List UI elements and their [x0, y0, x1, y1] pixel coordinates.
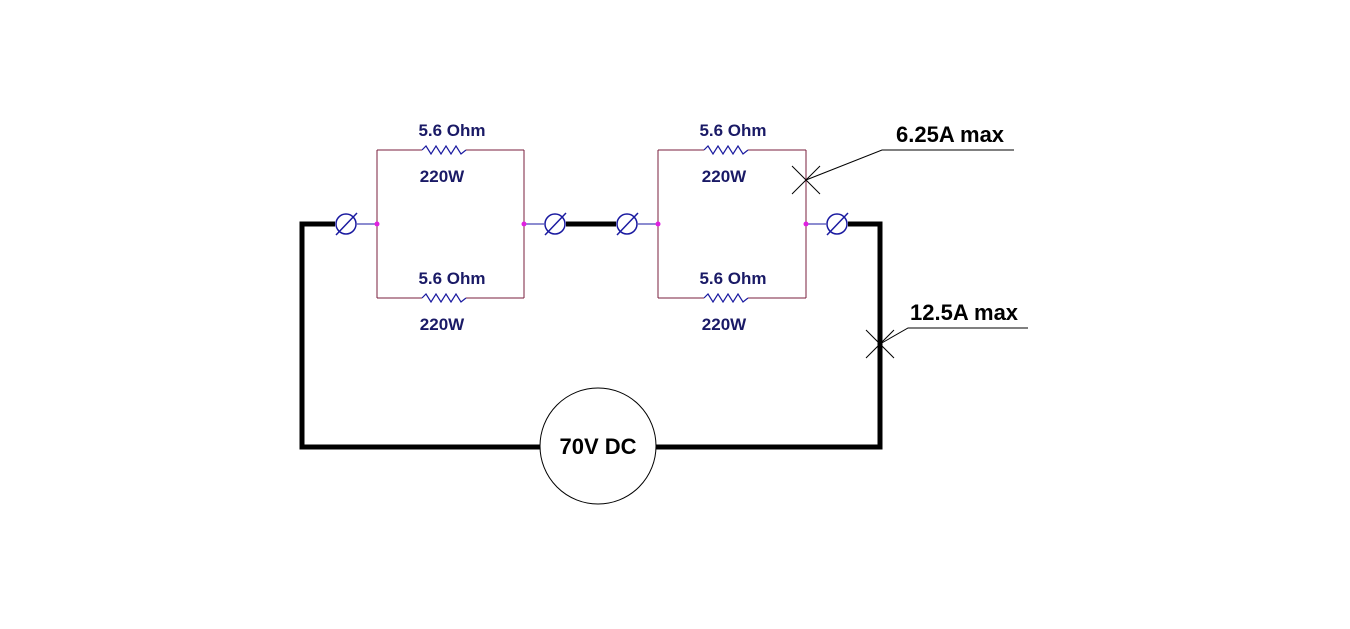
total-current-label: 12.5A max [910, 300, 1019, 325]
resistor-3-value: 5.6 Ohm [699, 121, 766, 140]
resistor-icon [703, 144, 749, 156]
branch-current-label: 6.25A max [896, 122, 1005, 147]
resistor-1-value: 5.6 Ohm [418, 121, 485, 140]
terminal-icon [544, 212, 567, 236]
junction-dot-icon [655, 221, 661, 227]
junction-dots [374, 221, 809, 227]
resistor-icon [421, 292, 467, 304]
annotation-branch [791, 149, 1014, 195]
junction-dot-icon [803, 221, 809, 227]
resistor-4-power: 220W [702, 315, 747, 334]
resistor-icon [421, 144, 467, 156]
annotation-total [865, 327, 1028, 359]
wire-right-main [656, 221, 883, 450]
source-circle [539, 387, 657, 505]
resistor-4-value: 5.6 Ohm [699, 269, 766, 288]
terminal-icon [335, 212, 358, 236]
resistor-2-power: 220W [420, 315, 465, 334]
source-label: 70V DC [559, 434, 636, 459]
resistor-2-value: 5.6 Ohm [418, 269, 485, 288]
junction-dot-icon [374, 221, 380, 227]
terminal-icon [826, 212, 849, 236]
resistor-labels: 5.6 Ohm 220W 5.6 Ohm 220W 5.6 Ohm 220W 5… [418, 121, 766, 334]
branch-leader-line [805, 149, 1014, 181]
resistors [421, 144, 749, 304]
thick-wires [299, 221, 883, 450]
junction-dot-icon [521, 221, 527, 227]
resistor-3-power: 220W [702, 167, 747, 186]
resistor-icon [703, 292, 749, 304]
wire-left-main [299, 221, 541, 450]
total-leader-line [879, 327, 1028, 345]
terminal-icon [616, 212, 639, 236]
resistor-1-power: 220W [420, 167, 465, 186]
voltage-source: 70V DC [539, 387, 657, 505]
terminals [335, 212, 849, 236]
